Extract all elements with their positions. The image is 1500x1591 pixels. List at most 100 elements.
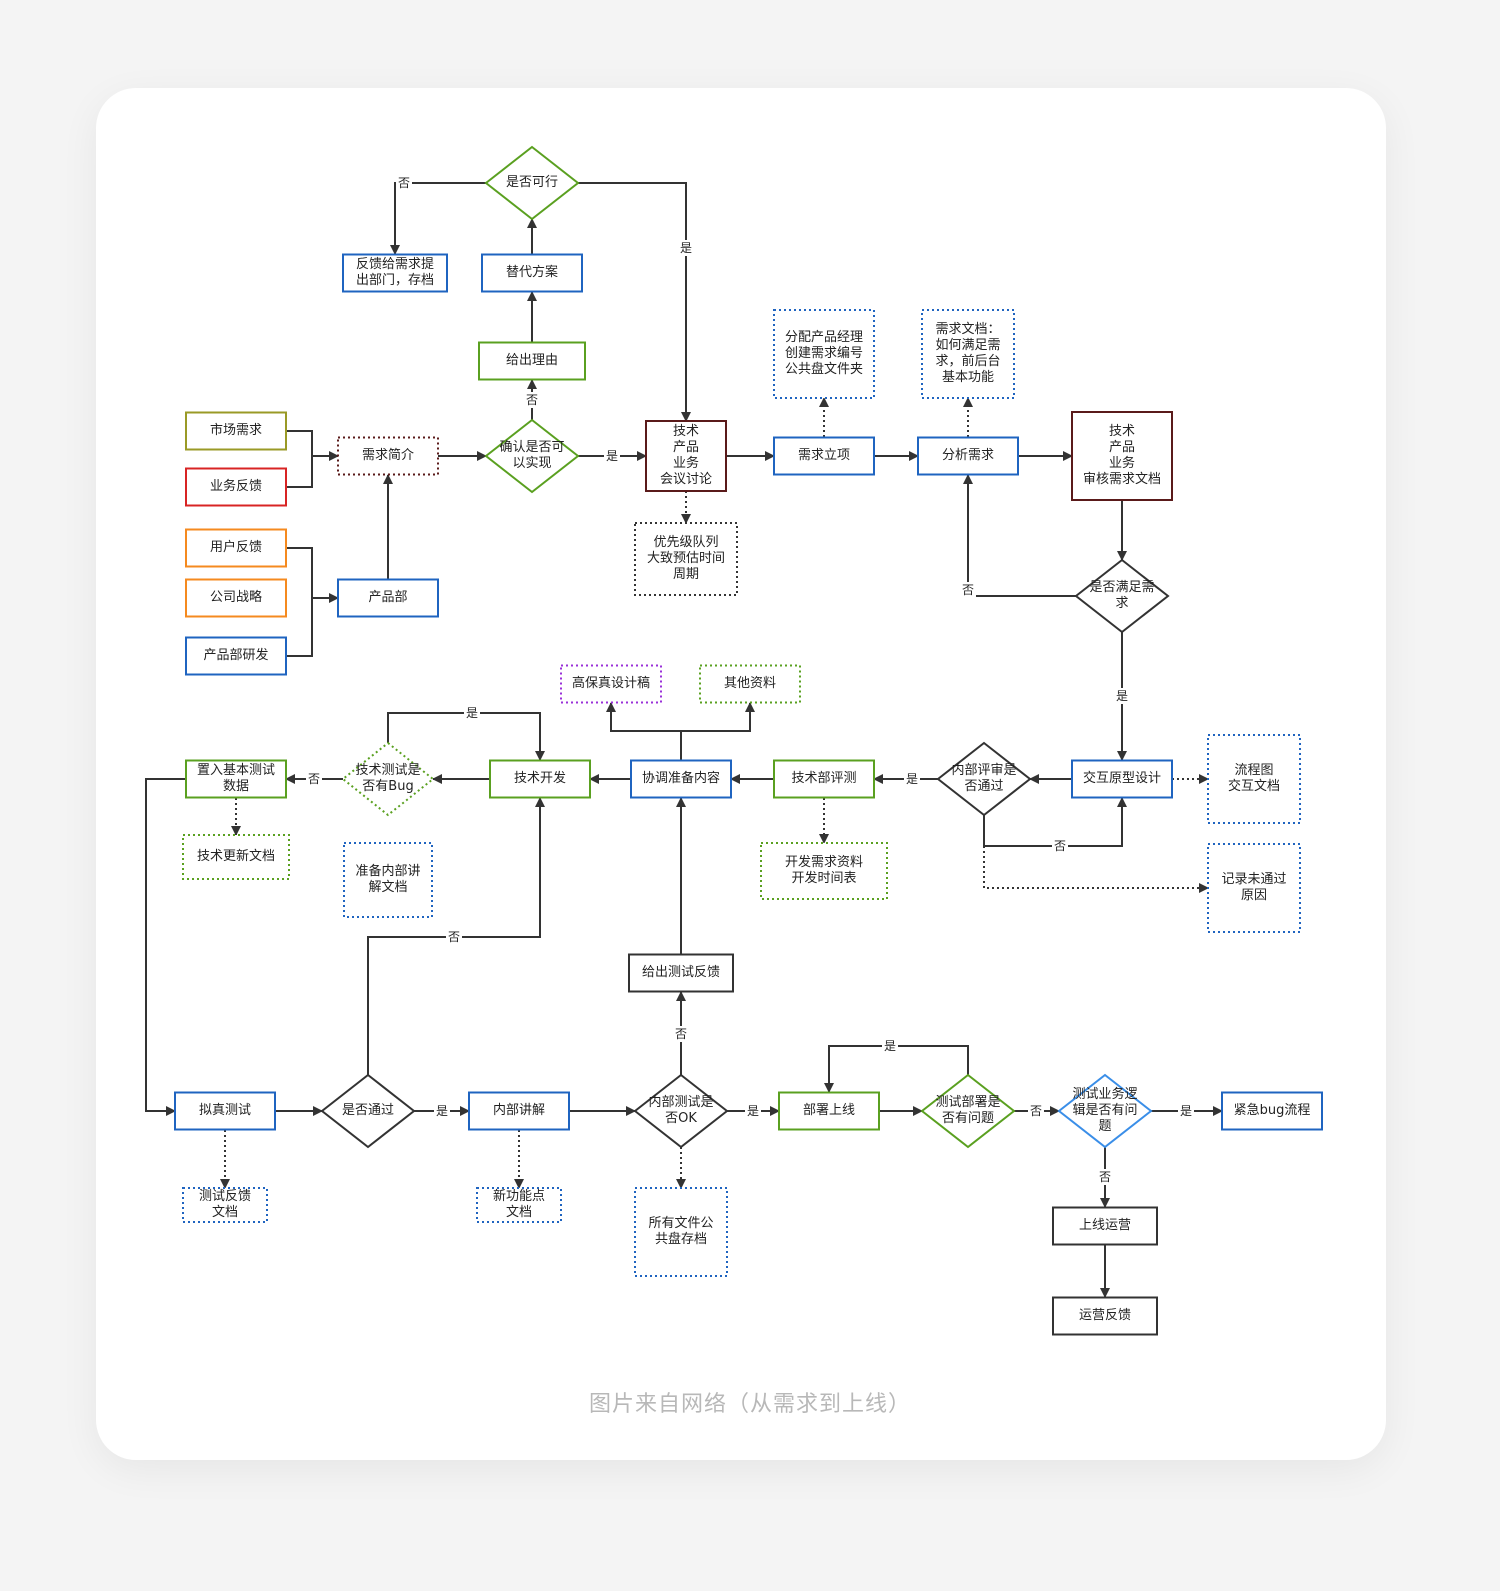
node-testdata-box xyxy=(185,759,287,799)
node-feasible-label: 是否可行 xyxy=(505,175,559,190)
node-feedbackdept-box xyxy=(342,253,448,293)
edge-label-no: 否 xyxy=(1027,1103,1045,1119)
node-passed-decision xyxy=(320,1073,416,1149)
node-rnd-box xyxy=(185,636,287,676)
node-meets-label: 是否满足需 求 xyxy=(1089,580,1155,611)
node-logic-decision xyxy=(1057,1073,1153,1149)
node-rnd-label: 产品部研发 xyxy=(203,648,269,663)
node-review-label: 技术 产品 业务 审核需求文档 xyxy=(1082,424,1162,487)
node-priority-box xyxy=(634,522,738,596)
node-flowdoc-label: 流程图 交互文档 xyxy=(1227,763,1281,794)
node-devmaterial-box xyxy=(760,842,888,900)
node-internalreview-decision xyxy=(936,741,1032,817)
node-market-box xyxy=(185,411,287,451)
edge-label-no: 否 xyxy=(445,929,463,945)
node-passed-label: 是否通过 xyxy=(341,1103,395,1118)
node-meets-decision xyxy=(1074,558,1170,634)
node-dev-box xyxy=(489,759,591,799)
node-deployissue-label: 测试部署是 否有问题 xyxy=(935,1095,1001,1126)
edge-label-yes: 是 xyxy=(1113,688,1131,704)
node-testfb-label: 测试反馈 文档 xyxy=(198,1189,252,1220)
node-strategy-box xyxy=(185,578,287,618)
node-feedbackdept-label: 反馈给需求提 出部门，存档 xyxy=(355,257,435,288)
connector-29 xyxy=(681,702,755,732)
node-alt-label: 替代方案 xyxy=(505,265,559,280)
node-simtest-box xyxy=(174,1091,276,1131)
node-testdata-label: 置入基本测试 数据 xyxy=(196,763,276,794)
node-analysis-box xyxy=(917,436,1019,476)
connector-24 xyxy=(983,846,1209,893)
node-reason-label: 给出理由 xyxy=(505,353,559,368)
node-reqdoc-label: 需求文档： 如何满足需 求，前后台 基本功能 xyxy=(935,322,1001,385)
node-devmaterial-label: 开发需求资料 开发时间表 xyxy=(784,855,864,886)
node-hifi-box xyxy=(560,664,662,704)
node-userfeedback-label: 用户反馈 xyxy=(209,540,263,555)
node-bizfeedback-box xyxy=(185,467,287,507)
node-internaltest-label: 内部测试是 否OK xyxy=(648,1095,714,1126)
edge-label-no: 否 xyxy=(395,175,413,191)
node-techeval-box xyxy=(773,759,875,799)
node-logic-label: 测试业务逻 辑是否有问 题 xyxy=(1072,1087,1138,1134)
node-ops-box xyxy=(1052,1206,1158,1246)
node-product-box xyxy=(337,578,439,618)
node-approval-label: 需求立项 xyxy=(797,448,851,463)
node-simtest-label: 拟真测试 xyxy=(198,1103,252,1118)
node-alt-box xyxy=(481,253,583,293)
edge-label-no: 否 xyxy=(672,1026,690,1042)
node-reason-box xyxy=(478,341,586,381)
node-proto-label: 交互原型设计 xyxy=(1082,771,1162,786)
node-coord-box xyxy=(630,759,732,799)
node-flowdoc-box xyxy=(1207,734,1301,824)
node-meeting-label: 技术 产品 业务 会议讨论 xyxy=(659,424,713,487)
node-prepdoc-box xyxy=(343,842,433,918)
node-hifi-label: 高保真设计稿 xyxy=(571,676,651,691)
figure-caption: 图片来自网络（从需求到上线） xyxy=(588,1392,911,1417)
node-urgent-label: 紧急bug流程 xyxy=(1233,1103,1311,1118)
node-internaltest-decision xyxy=(633,1073,729,1149)
node-allfiles-box xyxy=(634,1187,728,1277)
node-feasible-decision xyxy=(484,145,580,221)
node-explain-box xyxy=(468,1091,570,1131)
edge-label-yes: 是 xyxy=(603,448,621,464)
node-reqdoc-box xyxy=(921,309,1015,399)
node-coord-label: 协调准备内容 xyxy=(641,771,721,786)
node-intro-label: 需求简介 xyxy=(361,448,415,463)
connector-19 xyxy=(963,474,1076,597)
edge-label-yes: 是 xyxy=(881,1038,899,1054)
node-review-box xyxy=(1071,411,1173,501)
connector-0 xyxy=(286,430,313,488)
node-deploy-label: 部署上线 xyxy=(802,1103,856,1118)
node-newfeat-label: 新功能点 文档 xyxy=(492,1189,546,1220)
node-givefb-label: 给出测试反馈 xyxy=(641,965,721,980)
node-techeval-label: 技术部评测 xyxy=(791,771,857,786)
edge-label-yes: 是 xyxy=(1177,1103,1195,1119)
node-givefb-box xyxy=(628,953,734,993)
node-market-label: 市场需求 xyxy=(209,423,263,438)
connector-47 xyxy=(824,1045,969,1093)
node-allfiles-label: 所有文件公 共盘存档 xyxy=(648,1216,714,1247)
edge-label-yes: 是 xyxy=(463,705,481,721)
node-explain-label: 内部讲解 xyxy=(492,1103,546,1118)
edge-label-no: 否 xyxy=(1096,1169,1114,1185)
node-record-box xyxy=(1207,843,1301,933)
node-proto-box xyxy=(1071,759,1173,799)
node-deploy-box xyxy=(778,1091,880,1131)
edge-label-no: 否 xyxy=(1051,838,1069,854)
connector-2 xyxy=(286,547,313,657)
connector-10 xyxy=(390,182,486,255)
edge-label-yes: 是 xyxy=(433,1103,451,1119)
node-deployissue-decision xyxy=(920,1073,1016,1149)
node-record-label: 记录未通过 原因 xyxy=(1221,872,1287,903)
node-opsfb-box xyxy=(1052,1296,1158,1336)
node-assign-label: 分配产品经理 创建需求编号 公共盘文件夹 xyxy=(784,330,864,377)
node-opsfb-label: 运营反馈 xyxy=(1078,1308,1132,1323)
node-confirm-decision xyxy=(484,418,580,494)
node-product-label: 产品部 xyxy=(368,590,408,605)
node-analysis-label: 分析需求 xyxy=(941,448,995,463)
node-bizfeedback-label: 业务反馈 xyxy=(209,479,263,494)
edge-label-no: 否 xyxy=(305,771,323,787)
edge-label-yes: 是 xyxy=(677,240,695,256)
node-intro-box xyxy=(337,436,439,476)
connector-28 xyxy=(606,702,682,760)
node-internalreview-label: 内部评审是 否通过 xyxy=(951,763,1017,794)
